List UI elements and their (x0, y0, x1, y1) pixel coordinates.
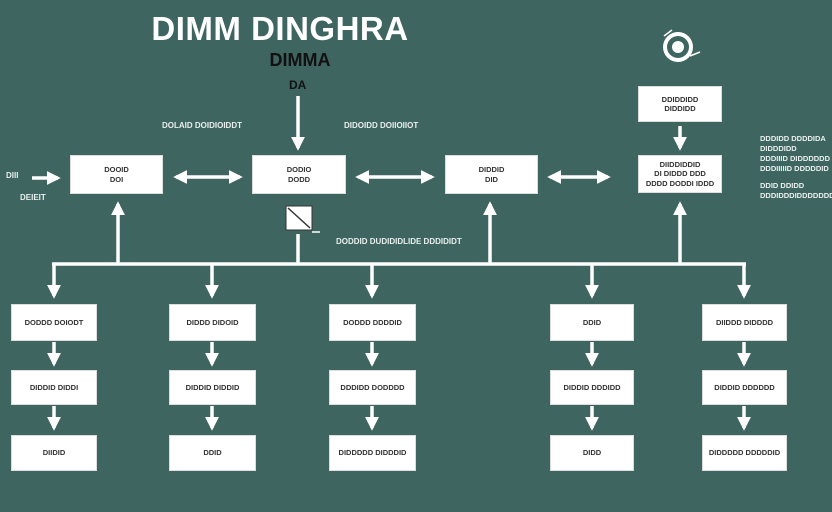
box-line: DOOID (104, 165, 129, 175)
top-right-box: DDIDDIDD DIDDIDD (638, 86, 722, 122)
col5-box3: DIDDDDD DDDDDID (702, 435, 787, 471)
box-line: DOI (109, 174, 124, 184)
side-note: DIDDDIDD (760, 144, 797, 154)
diagram-subtitle: DIMMA (269, 50, 331, 70)
col5-box2: DIDDID DDDDDD (702, 370, 787, 405)
side-note: DDDIIIIID DDDDDID (760, 164, 829, 174)
col5-box1: DIIDDD DIDDDD (702, 304, 787, 341)
side-note: DDDIIID DIDDDDDD (760, 154, 830, 164)
box-line: DODD (287, 174, 311, 184)
label-a: DOLAID DOIDIOIDDT (162, 121, 242, 130)
box-line: DI DIDDD DDD (654, 169, 706, 179)
target-icon (663, 29, 701, 62)
box-line: DODIO (286, 165, 312, 175)
col4-box1: DDID (550, 304, 634, 341)
diagram-title: DIMM DINGHRA (151, 10, 409, 47)
input-sublabel: DEIEIT (20, 193, 46, 202)
col2-box2: DIDDID DIDDID (169, 370, 256, 405)
side-notes: DDDIDD DDDDIDA DIDDDIDD DDDIIID DIDDDDDD… (760, 134, 832, 201)
col1-box1: DODDD DOIODT (11, 304, 97, 341)
box-line: DIIDDIDDID (659, 159, 701, 169)
box-line: DIDDIDD (664, 104, 696, 113)
top-box-4: DIIDDIDDID DI DIDDD DDD DDDD DODDI IDDD (638, 155, 722, 193)
col4-box3: DIDD (550, 435, 634, 471)
input-label: DIII (6, 171, 19, 180)
box-line: DID (485, 174, 498, 184)
box-line: DDDD DODDI IDDD (645, 178, 715, 188)
box-line: DIDDID (478, 165, 505, 175)
side-note: DDDIDD DDDDIDA (760, 134, 826, 143)
component-icon (285, 205, 320, 233)
top-box-1: DOOID DOI (70, 155, 163, 194)
top-box-2: DODIO DODD (252, 155, 346, 194)
col1-box3: DIIDID (11, 435, 97, 471)
box-line: DDIDDIDD (661, 94, 699, 104)
col3-box3: DIDDDDD DIDDDID (329, 435, 416, 471)
side-note: DDDIDDDIDDDDDDD DDDD (760, 190, 832, 200)
diagram-sublabel: DA (289, 78, 307, 92)
col2-box3: DDID (169, 435, 256, 471)
col4-box2: DIDDID DDDIDD (550, 370, 634, 405)
top-box-3: DIDDID DID (445, 155, 538, 194)
col3-box2: DDDIDD DODDDD (329, 370, 416, 405)
side-note: DDID DDIDD (760, 180, 805, 190)
col2-box1: DIDDD DIDOID (169, 304, 256, 341)
label-c: DODDID DUDIDIDLIDE DDDIDIDT (336, 237, 462, 246)
col1-box2: DIDDID DIDDI (11, 370, 97, 405)
label-b: DIDOIDD DOIIOIIOT (344, 121, 419, 130)
col3-box1: DODDD DDDDID (329, 304, 416, 341)
